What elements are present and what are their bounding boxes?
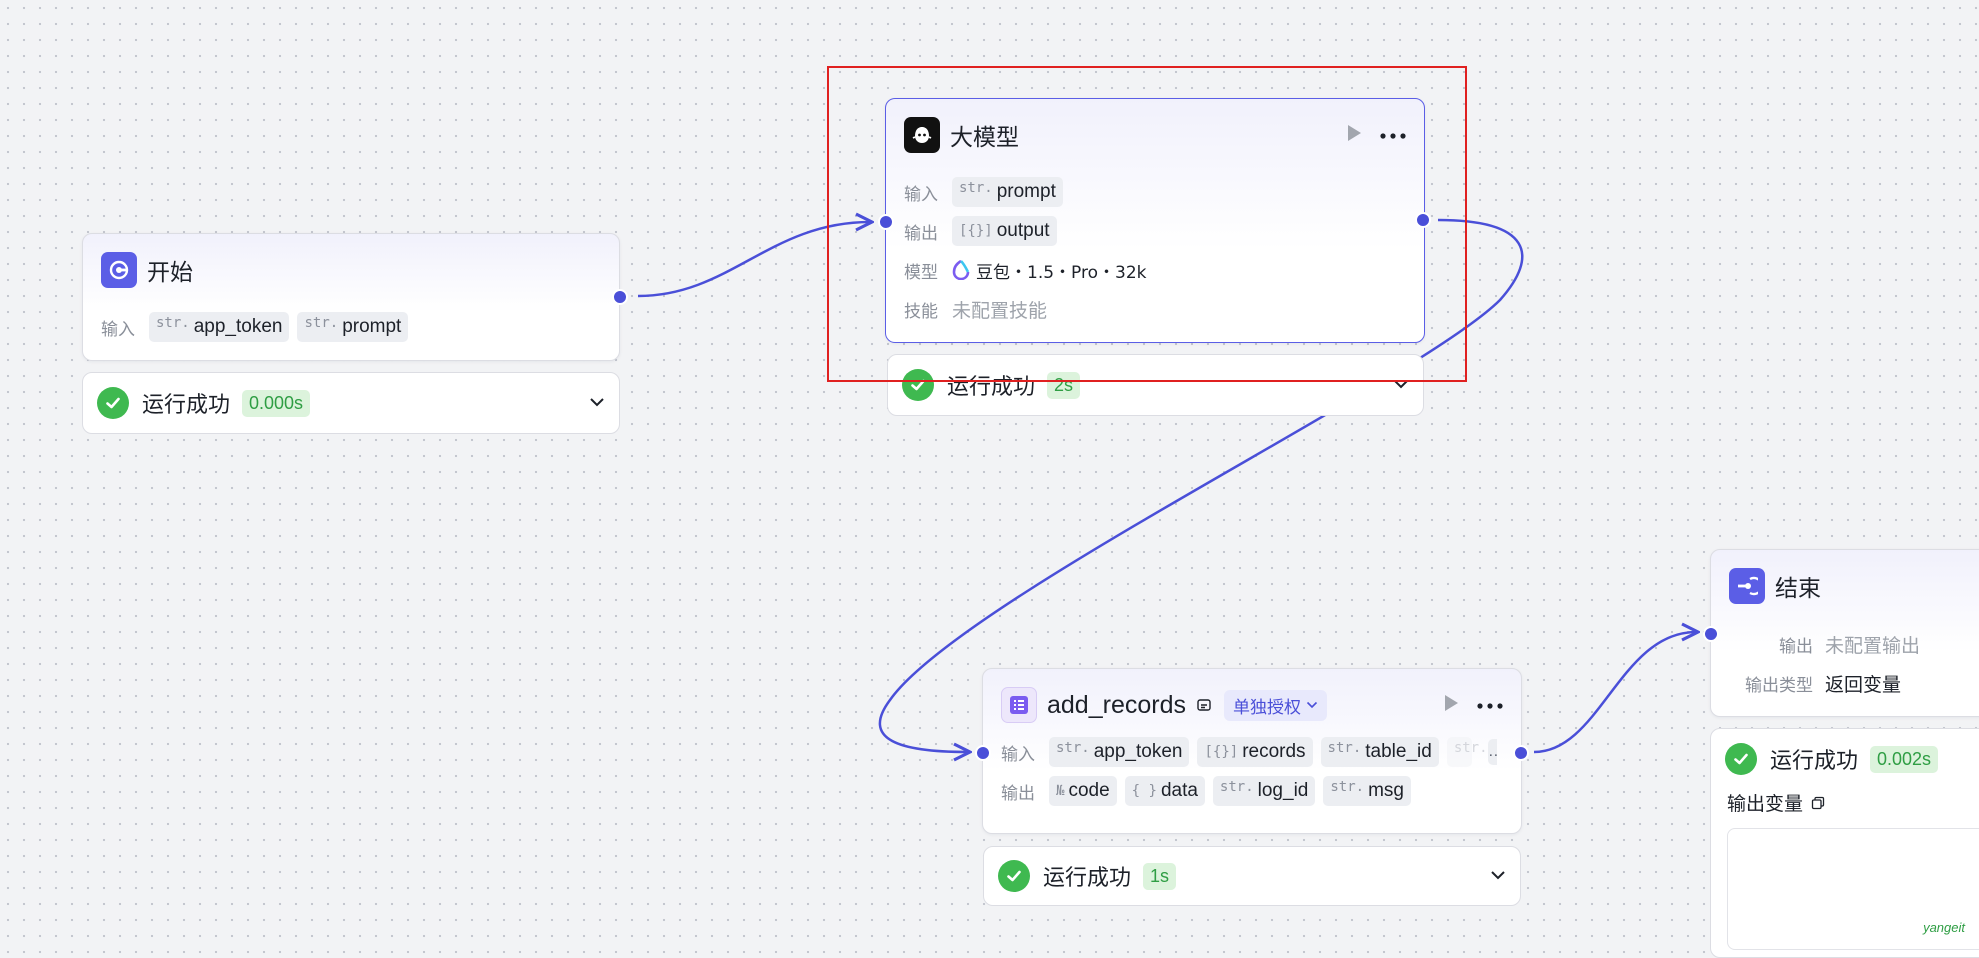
success-check-icon [1725, 743, 1757, 775]
edge-start-to-llm [637, 222, 870, 298]
end-node-header: 结束 [1729, 568, 1979, 604]
llm-model-row: 模型 豆包・1.5・Pro・32k [904, 255, 1146, 285]
success-check-icon [97, 387, 129, 419]
end-node[interactable]: 结束 输出 未配置输出 输出类型 返回变量 [1710, 549, 1979, 717]
start-input-chip: str.app_token [149, 312, 290, 342]
end-output-type-row: 输出类型 返回变量 [1729, 668, 1901, 698]
end-icon [1729, 568, 1765, 604]
output-vars-box [1727, 828, 1979, 950]
status-time-badge: 0.002s [1870, 745, 1939, 773]
llm-status-bar[interactable]: 运行成功 2s [887, 354, 1424, 416]
watermark: yangeit [1923, 920, 1965, 935]
chevron-down-icon [1306, 701, 1318, 709]
add-records-output-chip: { }data [1124, 776, 1205, 806]
llm-input-port[interactable] [878, 214, 894, 230]
end-output-type-value: 返回变量 [1825, 673, 1902, 696]
start-input-row: 输入 str.app_token str.prompt [101, 312, 416, 342]
status-text: 运行成功 [1043, 866, 1132, 891]
llm-node-header: 大模型 [904, 117, 1406, 153]
copy-icon[interactable] [1811, 796, 1825, 810]
llm-skill-value: 未配置技能 [952, 299, 1048, 322]
play-icon[interactable] [1443, 694, 1459, 717]
llm-model-label: 模型 [904, 262, 938, 283]
end-node-title: 结束 [1775, 576, 1821, 602]
status-time-badge: 2s [1047, 371, 1081, 399]
llm-input-chip: str.prompt [952, 177, 1063, 207]
add-records-actions [1443, 694, 1503, 717]
add-records-input-row: 输入 str.app_token [{}]records str.table_i… [1001, 737, 1497, 767]
status-time-badge: 1s [1143, 862, 1177, 890]
play-icon[interactable] [1346, 124, 1362, 147]
llm-node-actions [1346, 124, 1406, 147]
llm-skill-label: 技能 [904, 301, 938, 322]
start-icon [101, 252, 137, 288]
llm-output-label: 输出 [904, 223, 938, 244]
llm-output-port[interactable] [1415, 212, 1431, 228]
llm-input-row: 输入 str.prompt [904, 177, 1071, 207]
end-input-port[interactable] [1703, 626, 1719, 642]
end-output-type-label: 输出类型 [1745, 675, 1813, 696]
add-records-input-chip: [{}]records [1197, 737, 1313, 767]
add-records-output-chip: str.log_id [1212, 776, 1316, 806]
start-input-chip: str.prompt [297, 312, 409, 342]
add-records-output-port[interactable] [1513, 745, 1529, 761]
llm-output-row: 输出 [{}]output [904, 216, 1065, 246]
edge-add-records-to-end [1533, 632, 1696, 754]
add-records-input-label: 输入 [1001, 744, 1035, 765]
add-records-node[interactable]: add_records 单独授权 输入 str.app_token [{}]re… [982, 668, 1522, 834]
start-input-label: 输入 [101, 319, 135, 340]
end-output-value: 未配置输出 [1825, 634, 1921, 657]
output-vars-label: 输出变量 [1727, 793, 1804, 815]
llm-input-label: 输入 [904, 184, 938, 205]
add-records-input-chip: str.table_id [1320, 737, 1439, 767]
add-records-title: add_records [1047, 690, 1186, 719]
add-records-input-port[interactable] [975, 745, 991, 761]
table-list-icon [1001, 687, 1037, 723]
start-node-header: 开始 [101, 252, 601, 288]
add-records-input-chip-faded: str. [1446, 737, 1488, 767]
add-records-output-label: 输出 [1001, 783, 1035, 804]
start-status-bar[interactable]: 运行成功 0.000s [82, 372, 620, 434]
status-text: 运行成功 [1770, 749, 1859, 774]
success-check-icon [998, 860, 1030, 892]
add-records-input-chip: str.app_token [1049, 737, 1190, 767]
end-output-label: 输出 [1779, 636, 1813, 657]
more-menu-icon[interactable] [1380, 126, 1406, 144]
add-records-output-chip: str.msg [1323, 776, 1411, 806]
success-check-icon [902, 369, 934, 401]
llm-skill-row: 技能 未配置技能 [904, 294, 1047, 324]
chevron-down-icon[interactable] [1393, 376, 1409, 394]
end-status-panel[interactable]: 运行成功 0.002s 输出变量 [1710, 728, 1979, 958]
status-text: 运行成功 [142, 393, 231, 418]
auth-badge[interactable]: 单独授权 [1223, 689, 1327, 721]
start-output-port[interactable] [612, 289, 628, 305]
start-node[interactable]: 开始 输入 str.app_token str.prompt [82, 233, 620, 361]
doubao-logo-icon [952, 260, 970, 280]
llm-ghost-icon [904, 117, 940, 153]
more-menu-icon[interactable] [1477, 696, 1503, 714]
llm-node-title: 大模型 [950, 125, 1019, 151]
llm-node[interactable]: 大模型 输入 str.prompt 输出 [{}]output 模型 豆包・1.… [885, 98, 1425, 343]
end-output-row: 输出 未配置输出 [1729, 629, 1920, 659]
plugin-icon [1196, 697, 1212, 713]
status-time-badge: 0.000s [242, 389, 311, 417]
chevron-down-icon[interactable] [1490, 867, 1506, 885]
more-inputs-button[interactable]: … [1487, 739, 1497, 765]
start-node-title: 开始 [147, 260, 193, 286]
llm-output-chip: [{}]output [952, 216, 1057, 246]
add-records-header: add_records 单独授权 [1001, 687, 1503, 723]
add-records-status-bar[interactable]: 运行成功 1s [983, 846, 1521, 906]
llm-model-value: 豆包・1.5・Pro・32k [976, 262, 1147, 283]
output-vars-header: 输出变量 [1711, 775, 1979, 816]
end-status-row: 运行成功 0.002s [1711, 729, 1979, 775]
chevron-down-icon[interactable] [589, 394, 605, 412]
status-text: 运行成功 [947, 375, 1036, 400]
